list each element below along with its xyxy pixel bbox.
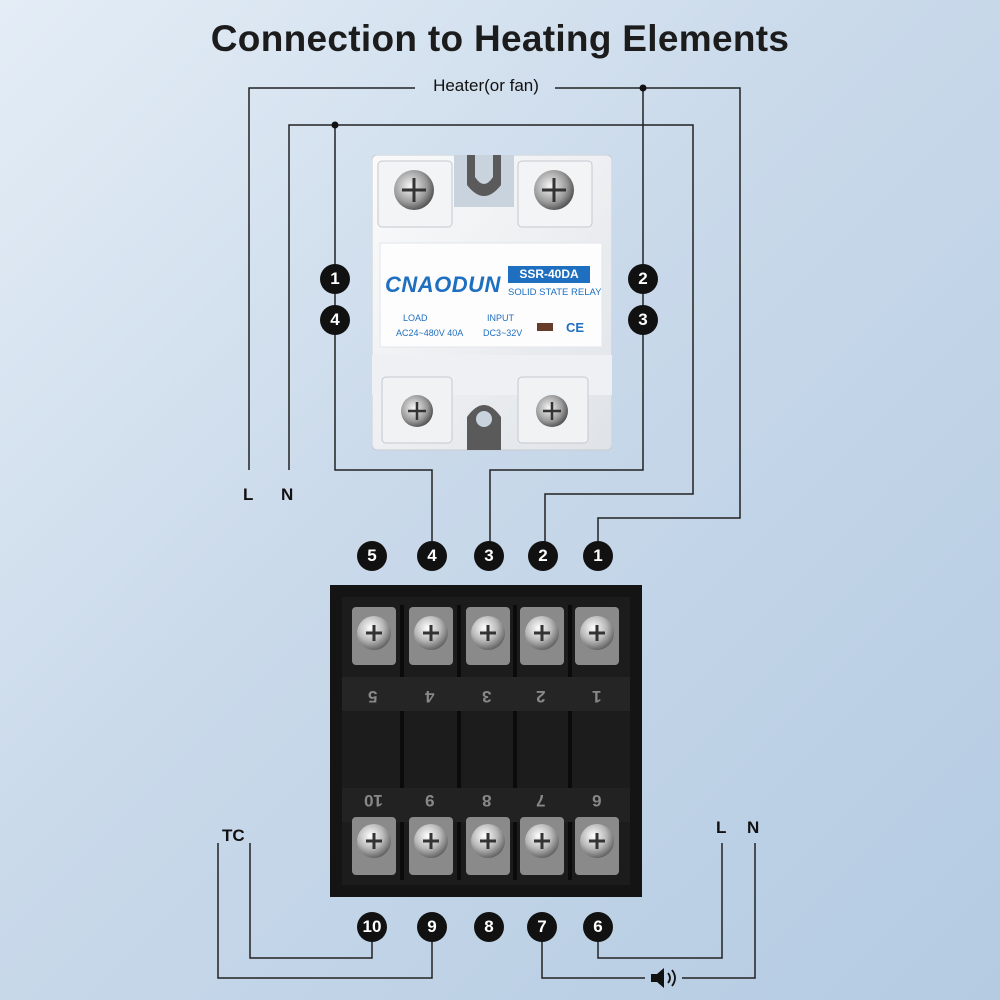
terminal-num-3: 3 (482, 687, 492, 706)
top-terminals (352, 607, 619, 665)
page-title: Connection to Heating Elements (210, 18, 790, 59)
badge-ssr-2: 2 (628, 264, 658, 294)
ce-mark: CE (566, 320, 585, 335)
wire-power-l (597, 843, 723, 959)
wire-ssr-4 (334, 125, 433, 545)
terminal-num-8: 8 (482, 791, 492, 810)
terminal-num-10: 10 (364, 791, 383, 810)
terminal-num-6: 6 (592, 791, 602, 810)
wire-tc-2 (217, 843, 433, 979)
label-l: L (243, 485, 254, 504)
wire-alarm-right (682, 843, 756, 979)
ssr-subtitle: SOLID STATE RELAY (508, 287, 602, 298)
terminal-num-2: 2 (536, 687, 546, 706)
badge-top-2: 2 (528, 541, 558, 571)
wire-n (288, 124, 694, 545)
badge-ssr-1: 1 (320, 264, 350, 294)
badge-top-4: 4 (417, 541, 447, 571)
badge-bottom-9: 9 (417, 912, 447, 942)
ssr-brand: CNAODUN (385, 272, 501, 297)
junction-dot (639, 84, 647, 92)
badge-top-1: 1 (583, 541, 613, 571)
badge-top-3: 3 (474, 541, 504, 571)
controller-back (330, 585, 642, 897)
badge-ssr-4: 4 (320, 305, 350, 335)
bottom-terminals (352, 817, 619, 875)
ssr-input-title: INPUT (487, 313, 514, 323)
ssr-model: SSR-40DA (508, 266, 590, 283)
badge-bottom-8: 8 (474, 912, 504, 942)
label-l-bottom: L (716, 818, 727, 837)
badge-bottom-6: 6 (583, 912, 613, 942)
label-n: N (281, 485, 294, 504)
badge-ssr-3: 3 (628, 305, 658, 335)
label-n-bottom: N (747, 818, 760, 837)
junction-dot (331, 121, 339, 129)
badge-top-5: 5 (357, 541, 387, 571)
ssr-load-title: LOAD (403, 313, 428, 323)
heater-label: Heater(or fan) (433, 76, 539, 95)
ssr-input-spec: DC3~32V (483, 328, 523, 338)
terminal-num-4: 4 (425, 687, 435, 706)
terminal-num-1: 1 (592, 687, 602, 706)
terminal-num-5: 5 (368, 687, 378, 706)
wire-alarm-left (541, 940, 645, 979)
solid-state-relay (372, 155, 612, 451)
wire-heater-right (555, 87, 741, 545)
wire-heater-left (248, 87, 415, 470)
badge-bottom-7: 7 (527, 912, 557, 942)
speaker-icon (651, 968, 676, 988)
wire-tc-1 (249, 843, 373, 959)
terminal-num-9: 9 (425, 791, 435, 810)
ssr-load-spec: AC24~480V 40A (396, 328, 464, 338)
label-tc: TC (222, 826, 245, 845)
badge-bottom-10: 10 (357, 912, 387, 942)
terminal-num-7: 7 (536, 791, 546, 810)
